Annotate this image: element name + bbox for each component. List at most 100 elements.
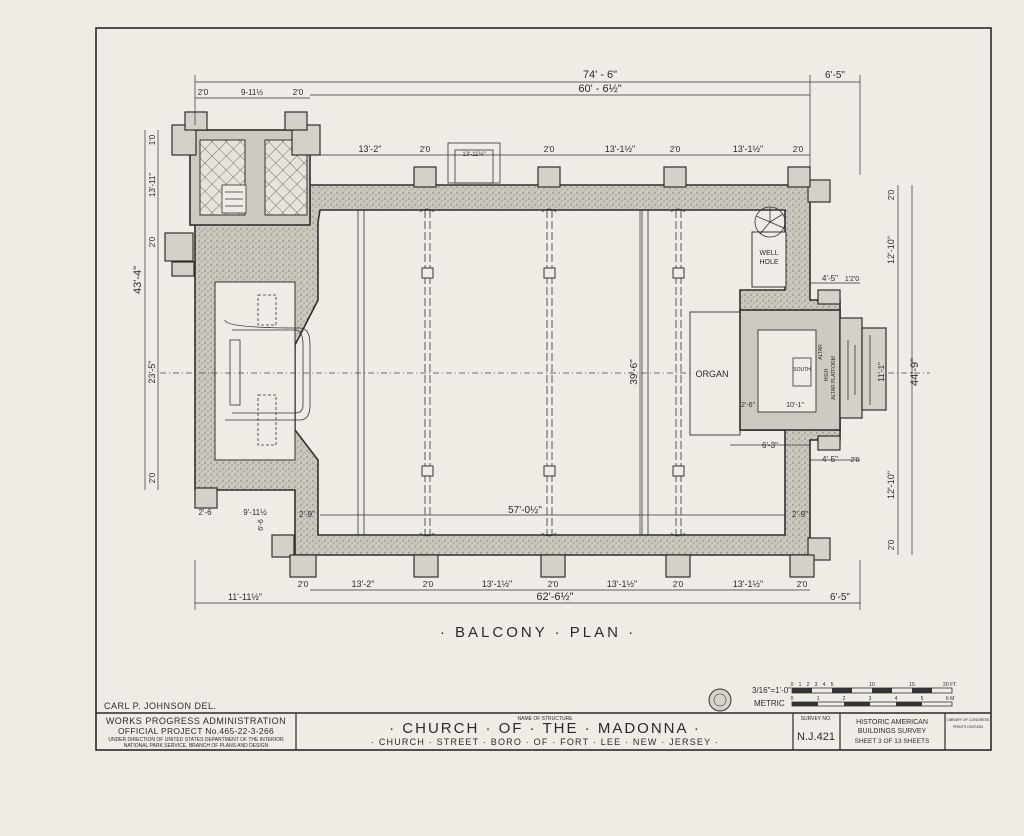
sanctuary-label: ALTAR	[818, 344, 824, 360]
dim-bottom-bay: 2'0	[298, 580, 309, 589]
habs-line-1: HISTORIC AMERICAN	[856, 719, 928, 726]
scale-ft-tick: 2	[807, 682, 810, 688]
dim-top-bay: 13'-1½"	[605, 144, 635, 154]
dim-tower-left: 2'0	[198, 88, 209, 97]
dim-apse-d: 2'0	[850, 457, 859, 464]
dim-bottom-right: 6'-5"	[830, 592, 850, 603]
agency-line-1: WORKS PROGRESS ADMINISTRATION	[106, 716, 286, 726]
well-hole-label: WELL	[759, 250, 778, 257]
dim-left-total: 43'-4"	[132, 266, 144, 294]
altar-room	[757, 329, 817, 413]
sanctuary-label: ALTAR PLATFORM	[831, 356, 837, 400]
library-line-2: PRINTS DIVISION	[953, 725, 983, 729]
dim-apse-f: 10'-1"	[786, 402, 804, 409]
dim-bottom-bay: 2'0	[673, 580, 684, 589]
dim-lower-left-a: 2'-6	[198, 508, 212, 517]
scale-ft-tick: 15	[909, 682, 915, 688]
dim-apse-b: 1'2'0	[845, 276, 859, 283]
dim-lower-left-b: 9'-11½	[243, 508, 267, 517]
structure-name-label: NAME OF STRUCTURE	[518, 716, 574, 722]
dim-bottom-bay: 13'-2"	[352, 579, 375, 589]
dim-right-top: 2'0	[887, 189, 896, 200]
dim-top-bay: 13'-1½"	[733, 144, 763, 154]
scale-ft-tick: 3	[815, 682, 818, 688]
dim-apse-e: 6'-3"	[762, 441, 778, 450]
apse-buttress	[839, 317, 863, 419]
dim-center-depth: 39'-6"	[629, 359, 640, 385]
buttress	[537, 166, 561, 188]
delineator: CARL P. JOHNSON DEL.	[104, 701, 217, 711]
dim-top-bay: 13'-11½"	[462, 151, 485, 158]
balcony-plan	[160, 111, 930, 578]
plan-title: · BALCONY · PLAN ·	[440, 624, 636, 641]
buttress	[665, 554, 691, 578]
sheet-border	[95, 27, 992, 751]
buttress	[787, 166, 811, 188]
buttress	[540, 554, 566, 578]
dim-lower-left-c: 6'-6	[258, 519, 265, 531]
buttress	[164, 232, 194, 262]
gallery-front	[214, 281, 296, 461]
scale-m-tick: 4	[895, 696, 898, 702]
dim-top-overall: 74' - 6"	[583, 69, 617, 81]
dim-tower-right: 2'0	[293, 88, 304, 97]
survey-seal	[708, 688, 732, 712]
dim-top-right-ext: 6'-5"	[825, 70, 845, 81]
dim-left-top: 1'0	[148, 134, 157, 145]
dim-right-lower: 12'-10"	[886, 471, 896, 499]
dim-lower-left-d: 2'-9"	[299, 510, 315, 519]
buttress	[184, 111, 208, 131]
scale-ft-tick: 0	[791, 682, 794, 688]
sanctuary-label: SOUTH	[793, 367, 811, 373]
buttress	[284, 111, 308, 131]
dim-apse-c: 4'-5"	[822, 455, 838, 464]
buttress	[817, 289, 841, 305]
buttress	[289, 554, 317, 578]
scale-imperial-label: 3/16"=1'-0"	[752, 686, 791, 695]
dim-right-bottom: 2'0	[887, 539, 896, 550]
organ-area	[689, 311, 741, 436]
apse-buttress	[861, 327, 887, 411]
scale-m-tick: 1	[817, 696, 820, 702]
dim-top-bay: 2'0	[670, 145, 681, 154]
dim-right-upper: 12'-10"	[886, 236, 896, 264]
dimension-lines	[144, 75, 913, 610]
sheet-number: SHEET 3 OF 13 SHEETS	[855, 738, 930, 745]
buttress	[194, 487, 218, 509]
buttress	[789, 554, 815, 578]
dim-bottom-bay: 2'0	[423, 580, 434, 589]
scale-ft-tick: 1	[799, 682, 802, 688]
title-block: CARL P. JOHNSON DEL. WORKS PROGRESS ADMI…	[96, 701, 991, 750]
scale-metric-label: METRIC	[754, 699, 785, 708]
dim-left-upper: 13'-11"	[148, 173, 157, 197]
structure-name: · CHURCH · OF · THE · MADONNA ·	[389, 720, 701, 737]
dim-top-bay: 2'0	[793, 145, 804, 154]
dim-left-center: 23'-5"	[147, 361, 157, 384]
dim-right-total: 44'-9"	[909, 358, 921, 386]
survey-no: N.J.421	[797, 731, 835, 743]
dim-top-bay: 2'0	[544, 145, 555, 154]
buttress	[413, 554, 439, 578]
dim-bottom-bay: 13'-1½"	[733, 579, 763, 589]
well-hole-label: HOLE	[759, 259, 778, 266]
dim-lower-right-a: 2'-9"	[792, 510, 808, 519]
dimension-labels: 74' - 6" 6'-5" 60' - 6½" 2'0 9-11½ 2'0 1…	[132, 69, 921, 603]
library-line-1: LIBRARY OF CONGRESS	[947, 718, 990, 722]
scale-ft-tick: 5	[831, 682, 834, 688]
dim-bottom-bay: 13'-1½"	[607, 579, 637, 589]
well-hole	[751, 231, 787, 288]
scale-m-tick: 6 M	[946, 696, 954, 702]
dim-tower-mid: 9-11½	[241, 88, 263, 97]
organ-label: ORGAN	[695, 369, 728, 379]
dim-apse-a: 4'-5"	[822, 274, 838, 283]
dim-apse-g: 2'-6"	[741, 402, 755, 409]
agency-line-2: OFFICIAL PROJECT No.465-22-3-266	[118, 726, 274, 736]
buttress	[413, 166, 437, 188]
buttress	[817, 435, 841, 451]
sanctuary-label: HIGH	[824, 368, 830, 381]
scale-ft-tick: 20 FT.	[943, 682, 957, 688]
scale-m-tick: 0	[791, 696, 794, 702]
structure-location: · CHURCH · STREET · BORO · OF · FORT · L…	[371, 737, 719, 747]
dim-bottom-bay: 2'0	[797, 580, 808, 589]
dim-left-lower: 2'0	[148, 472, 157, 483]
